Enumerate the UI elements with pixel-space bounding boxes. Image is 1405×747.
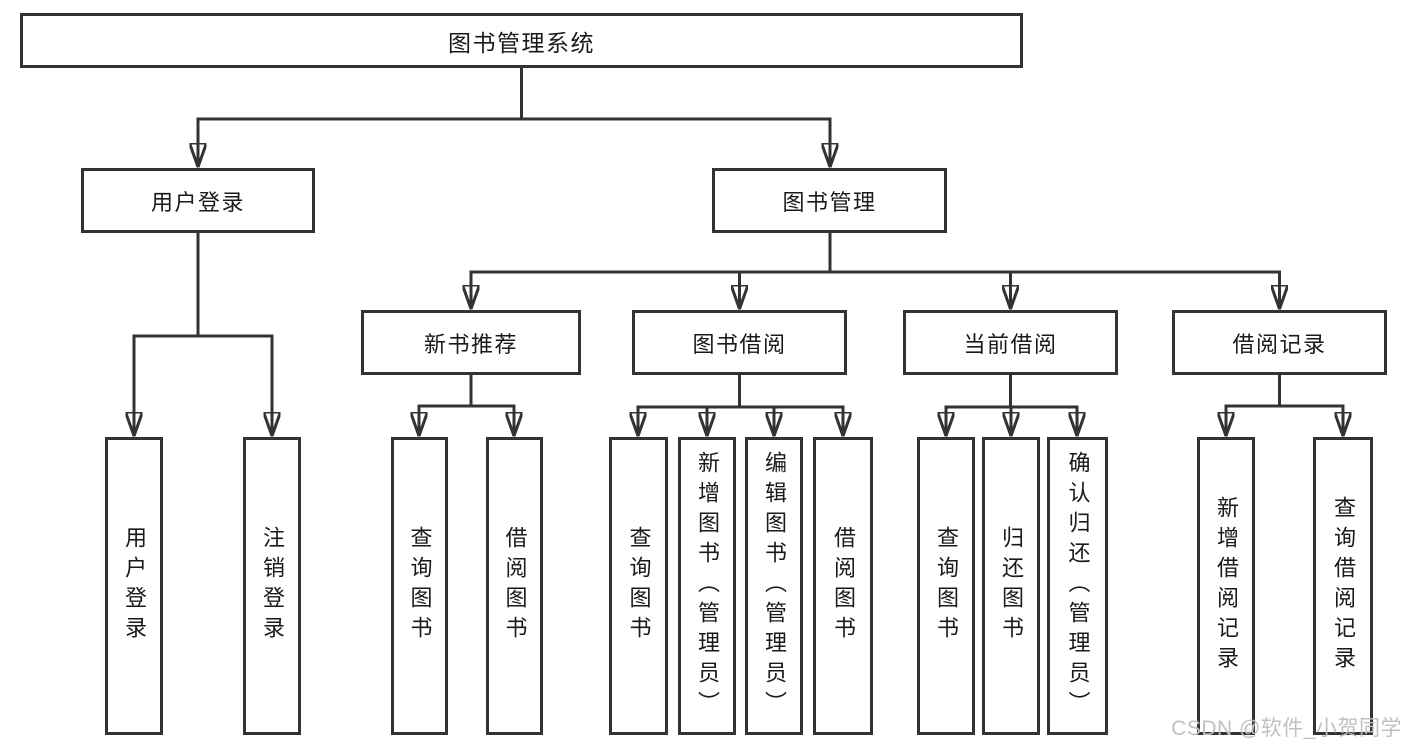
leaf-newrec-query-books: 查询图书 (391, 437, 448, 735)
leaf-label: 新增图书（管理员） (695, 451, 720, 721)
leaf-newrec-borrow-books: 借阅图书 (486, 437, 543, 735)
connector-new-book-rec-children (419, 373, 514, 437)
csdn-watermark: CSDN @软件_小贺同学 (1171, 717, 1402, 740)
leaf-borrow-borrow-books: 借阅图书 (813, 437, 873, 735)
connector-borrow-record-children (1226, 373, 1343, 437)
leaf-label: 借阅图书 (502, 526, 528, 646)
connector-book-borrow-children (638, 373, 843, 437)
leaf-label: 查询图书 (626, 526, 652, 646)
leaf-label: 新增借阅记录 (1214, 496, 1239, 676)
leaf-current-query-books: 查询图书 (917, 437, 975, 735)
leaf-borrow-add-books-admin: 新增图书（管理员） (678, 437, 736, 735)
leaf-logout-login: 注销登录 (243, 437, 301, 735)
node-root: 图书管理系统 (20, 13, 1023, 68)
leaf-borrow-edit-books-admin: 编辑图书（管理员） (745, 437, 803, 735)
leaf-borrow-query-books: 查询图书 (609, 437, 668, 735)
leaf-label: 查询图书 (934, 526, 959, 646)
leaf-user-login: 用户登录 (105, 437, 163, 735)
leaf-label: 确认归还（管理员） (1065, 451, 1091, 721)
node-new-book-recommend: 新书推荐 (361, 310, 581, 375)
connector-current-borrow-children (946, 373, 1077, 437)
leaf-record-add-borrow-record: 新增借阅记录 (1197, 437, 1255, 735)
node-book-borrow: 图书借阅 (632, 310, 847, 375)
node-borrow-record: 借阅记录 (1172, 310, 1387, 375)
leaf-label: 编辑图书（管理员） (762, 451, 787, 721)
leaf-label: 注销登录 (260, 526, 285, 646)
leaf-current-confirm-return-admin: 确认归还（管理员） (1047, 437, 1108, 735)
leaf-label: 查询借阅记录 (1331, 496, 1356, 676)
node-current-borrow: 当前借阅 (903, 310, 1118, 375)
leaf-label: 借阅图书 (831, 526, 856, 646)
leaf-label: 查询图书 (407, 526, 433, 646)
leaf-record-query-borrow-record: 查询借阅记录 (1313, 437, 1373, 735)
connector-book-mgmt-children (471, 231, 1280, 310)
leaf-label: 归还图书 (999, 526, 1024, 646)
leaf-current-return-books: 归还图书 (982, 437, 1040, 735)
leaf-label: 用户登录 (122, 526, 147, 646)
node-book-management: 图书管理 (712, 168, 947, 233)
node-user-login: 用户登录 (81, 168, 315, 233)
connector-user-login-children (134, 231, 272, 437)
connector-root-to-level2 (198, 66, 830, 168)
